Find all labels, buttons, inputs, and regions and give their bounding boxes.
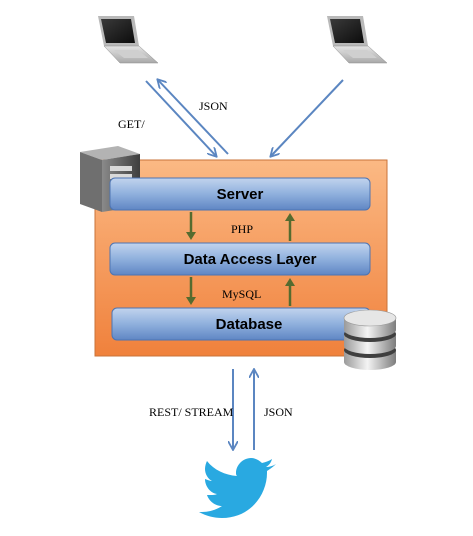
json-response-arrow [158,80,229,155]
mysql-label: MySQL [222,287,261,301]
get-request-arrow [145,80,216,156]
laptop-icon [327,16,388,64]
get-label: GET/ [118,117,145,131]
twitter-bird-icon [199,458,276,518]
client-to-server-arrow [271,79,344,156]
database-layer-label: Database [216,316,283,333]
json-top-label: JSON [199,99,228,113]
laptop-icon [98,16,159,64]
server-layer [109,177,371,211]
php-label: PHP [231,222,253,236]
database-cylinder-icon [343,309,397,370]
server-layer-label: Server [217,186,264,203]
data-access-layer-label: Data Access Layer [184,251,317,268]
json-bottom-label: JSON [264,405,293,419]
rest-stream-label: REST/ STREAM [149,405,234,419]
data-access-layer [109,242,371,276]
